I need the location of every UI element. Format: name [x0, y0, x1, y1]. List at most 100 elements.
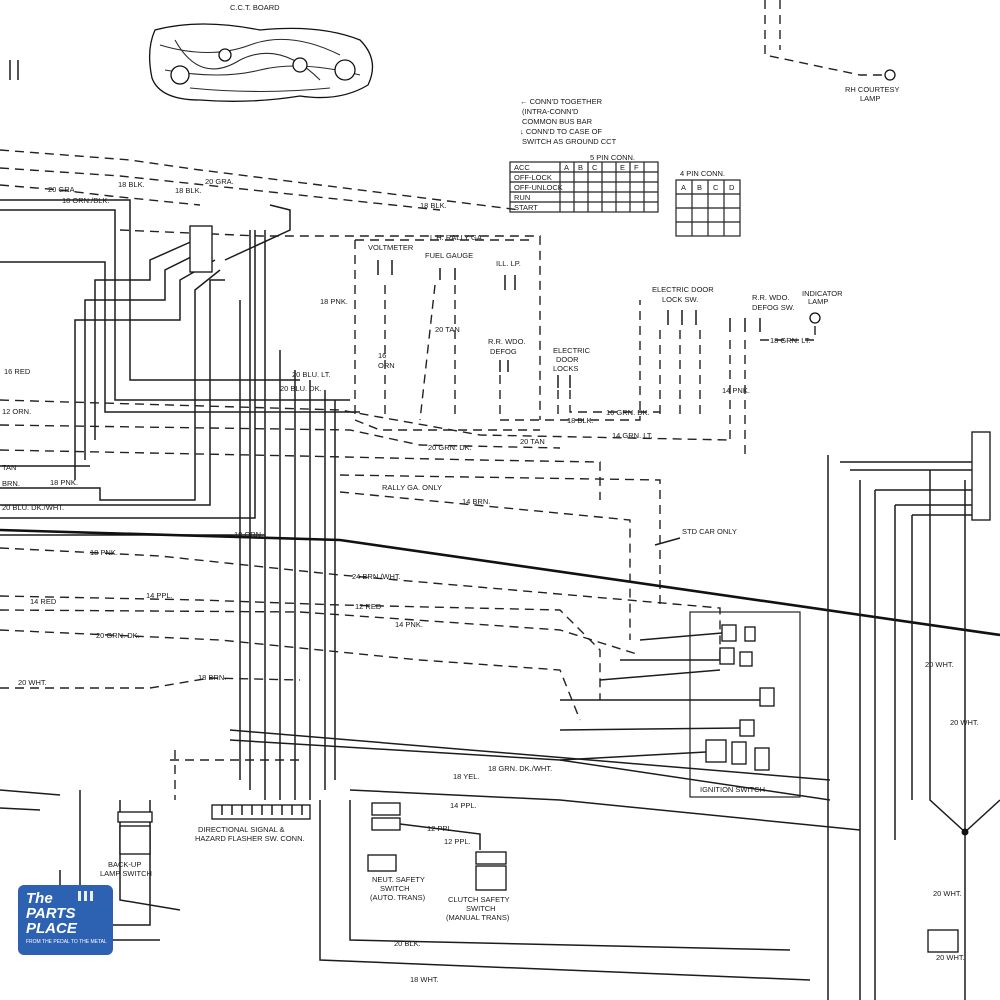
top-dashed-harness: 20 GRA. 18 BLK. 20 GRA. 18 BLK. 18 BLK. … [0, 149, 541, 431]
cct-board: C.C.T. BOARD [148, 3, 374, 102]
neut-safety-label-3: (AUTO. TRANS) [370, 893, 426, 902]
wire-24-brn-wht: 24 BRN./WHT. [352, 572, 401, 581]
clutch-safety-label-1: CLUTCH SAFETY [448, 895, 510, 904]
wire-14-pnk-right: 14 PNK. [722, 386, 750, 395]
conn4-col-c: C [713, 183, 719, 192]
conn5-row-run: RUN [514, 193, 530, 202]
wire-16-grn-dk: 16 GRN. DK. [606, 408, 650, 417]
defog-sw-label-2: DEFOG SW. [752, 303, 795, 312]
logo-tagline: FROM THE PEDAL TO THE METAL [26, 939, 107, 945]
door-locks-label-2: DOOR [556, 355, 579, 364]
neut-safety-label-1: NEUT. SAFETY [372, 875, 425, 884]
wire-14-ppl-1: 14 PPL. [146, 591, 173, 600]
voltmeter-label: VOLTMETER [368, 243, 414, 252]
safety-switches: 12 PPL. 12 PPL. NEUT. SAFETY SWITCH (AUT… [367, 802, 510, 922]
ignition-switch-label: IGNITION SWITCH [700, 785, 765, 794]
conn5-col-e: E [620, 163, 625, 172]
wire-18-wht: 18 WHT. [410, 975, 439, 984]
door-locks-label-3: LOCKS [553, 364, 578, 373]
wire-20-gra-2: 20 GRA. [205, 177, 234, 186]
conn5-col-c: C [592, 163, 598, 172]
conn5-col-b: B [578, 163, 583, 172]
conn5-row-offlock: OFF-LOCK [514, 173, 552, 182]
courtesy-lamp-label-2: LAMP [860, 94, 880, 103]
board-label: C.C.T. BOARD [230, 3, 280, 12]
legend-line-3: COMMON BUS BAR [522, 117, 593, 126]
directional-label-2: HAZARD FLASHER SW. CONN. [195, 834, 305, 843]
ill-lp-label: ILL. LP. [496, 259, 521, 268]
door-lock-sw-label-1: ELECTRIC DOOR [652, 285, 714, 294]
door-locks-label-1: ELECTRIC [553, 346, 591, 355]
logo-line-3: PLACE [26, 920, 77, 937]
legend: ← CONN'D TOGETHER (INTRA-CONN'D COMMON B… [520, 97, 617, 146]
middle-dashed-runs: RALLY GA. ONLY 14 BRN. [0, 399, 731, 640]
wire-20-tan-vert: 20 TAN [435, 325, 460, 334]
directional-signal-connector: DIRECTIONAL SIGNAL & HAZARD FLASHER SW. … [195, 804, 311, 843]
lower-horizontal-runs: 18 PNK. 24 BRN./WHT. 14 RED 14 PPL. 12 R… [0, 547, 721, 721]
conn4-col-a: A [681, 183, 686, 192]
wire-18-grn-lt: 18 GRN. LT. [770, 336, 811, 345]
ignition-switch: IGNITION SWITCH [559, 611, 801, 798]
wire-20-grn-dk-1: 20 GRN. DK. [428, 443, 472, 452]
wire-18-yel: 18 YEL. [453, 772, 480, 781]
wire-18-pnk-left: 18 PNK. [50, 478, 78, 487]
wire-20-tan-horiz: 20 TAN [520, 437, 545, 446]
wire-12-orn: 12 ORN. [2, 407, 31, 416]
wire-12-ppl-2: 12 PPL. [444, 837, 471, 846]
wire-16-orn-a: 16 [378, 351, 386, 360]
checkered-flag-icon [78, 891, 94, 901]
legend-line-2: (INTRA-CONN'D [522, 107, 579, 116]
courtesy-lamp-circuit: RH COURTESY LAMP [764, 0, 899, 103]
right-side-bus: 20 WHT. 20 WHT. 20 WHT. 20 WHT. [827, 431, 1000, 1000]
bottom-runs: 18 GRN. DK./WHT. 18 YEL. 14 PPL. 20 BLK.… [170, 729, 861, 984]
wire-12-ppl-1: 12 PPL. [427, 824, 454, 833]
legend-line-4: ↓ CONN'D TO CASE OF [520, 127, 602, 136]
five-pin-connector-table: 5 PIN CONN. ACC OFF-LOCK OFF-UNLOCK RUN … [509, 153, 659, 213]
rally-ga-only-label: RALLY GA. ONLY [382, 483, 442, 492]
wire-18-blk-3: 18 BLK. [420, 201, 447, 210]
indicator-lamp-label-2: LAMP [808, 297, 828, 306]
logo-line-2: PARTS [26, 905, 76, 922]
wire-18-pnk-top: 18 PNK. [320, 297, 348, 306]
wire-20-blk: 20 BLK. [394, 939, 421, 948]
wire-20-blu-lt: 20 BLU. LT. [292, 370, 331, 379]
indicator-lamp-label-1: INDICATOR [802, 289, 843, 298]
wire-20-gra-1: 20 GRA. [48, 185, 77, 194]
heavy-orange-wire: 18 ORN. STD CAR ONLY [0, 527, 1000, 637]
lh-rally-label: L.H. RALLY GA. [430, 233, 484, 242]
left-harness-bundle: 16 RED 12 ORN. TAN BRN. 18 PNK. 20 BLU. … [0, 199, 360, 800]
wire-16-red: 16 RED [4, 367, 31, 376]
conn4-col-d: D [729, 183, 735, 192]
conn5-row-acc: ACC [514, 163, 530, 172]
wire-16-orn-b: ORN [378, 361, 395, 370]
left-edge-fragments [0, 60, 176, 811]
conn5-row-start: START [514, 203, 538, 212]
std-car-only-label: STD CAR ONLY [682, 527, 737, 536]
wire-14-pnk-lower: 14 PNK. [395, 620, 423, 629]
defog-label-1: R.R. WDO. [488, 337, 526, 346]
neut-safety-label-2: SWITCH [380, 884, 410, 893]
wire-18-orn: 18 ORN. [234, 530, 263, 539]
conn5-row-offunlock: OFF-UNLOCK [514, 183, 563, 192]
wire-12-red: 12 RED [355, 602, 382, 611]
wire-14-ppl-2: 14 PPL. [450, 801, 477, 810]
backup-label-1: BACK-UP [108, 860, 141, 869]
wire-14-grn-lt: 14 GRN. LT. [612, 431, 653, 440]
directional-label-1: DIRECTIONAL SIGNAL & [198, 825, 285, 834]
defog-label-2: DEFOG [490, 347, 517, 356]
wire-18-blk-2: 18 BLK. [175, 186, 202, 195]
wire-left-brn: BRN. [2, 479, 20, 488]
wire-20-wht: 20 WHT. [18, 678, 47, 687]
legend-line-5: SWITCH AS GROUND CCT [522, 137, 617, 146]
legend-line-1: ← CONN'D TOGETHER [520, 97, 603, 106]
wire-20-wht-right-3: 20 WHT. [933, 889, 962, 898]
conn5-col-a: A [564, 163, 569, 172]
wire-20-blu-dk-wht: 20 BLU. DK./WHT. [2, 503, 64, 512]
door-lock-sw-label-2: LOCK SW. [662, 295, 698, 304]
conn5-col-f: F [634, 163, 639, 172]
fuel-gauge-label: FUEL GAUGE [425, 251, 473, 260]
wire-left-tan: TAN [2, 463, 16, 472]
conn4-title: 4 PIN CONN. [680, 169, 725, 178]
the-parts-place-logo: The PARTS PLACE FROM THE PEDAL TO THE ME… [18, 885, 113, 955]
